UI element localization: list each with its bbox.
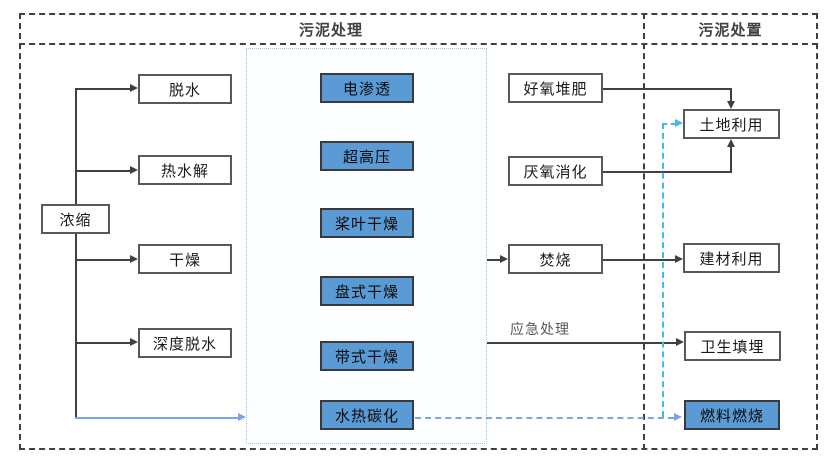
header-disposal: 污泥处置	[698, 21, 763, 39]
node-paddle-drying: 桨叶干燥	[320, 208, 414, 238]
connector-composting-h	[603, 88, 732, 90]
arrowhead-deep-dewater	[130, 338, 138, 346]
arrowhead-building	[675, 255, 683, 263]
arrowhead-drying	[130, 255, 138, 263]
connector-cyan-to-landuse	[662, 123, 676, 125]
node-building-material-use: 建材利用	[683, 243, 780, 273]
arrowhead-options	[238, 413, 246, 421]
connector-trunk-to-options	[75, 417, 239, 419]
connector-digestion-v	[730, 146, 732, 171]
treatment-options-container	[246, 48, 487, 444]
section-divider-line	[643, 13, 645, 450]
connector-incineration-building	[603, 259, 676, 261]
node-sanitary-landfill: 卫生填埋	[684, 331, 781, 361]
node-drying: 干燥	[138, 244, 232, 274]
header-treatment: 污泥处理	[298, 21, 363, 39]
node-ultra-high-pressure: 超高压	[320, 141, 414, 171]
node-fuel-combustion: 燃料燃烧	[684, 400, 780, 430]
diagram-outer-frame	[19, 13, 818, 450]
node-thicken: 浓缩	[41, 204, 110, 234]
node-electroosmosis: 电渗透	[320, 73, 414, 103]
arrowhead-landuse-bottom	[727, 139, 735, 147]
node-aerobic-composting: 好氧堆肥	[508, 73, 603, 103]
node-incineration: 焚烧	[508, 244, 603, 274]
arrowhead-incineration	[500, 255, 508, 263]
node-land-use: 土地利用	[683, 109, 780, 139]
connector-carbonization-fuel-dashed	[415, 417, 674, 419]
node-belt-drying: 带式干燥	[320, 341, 414, 371]
connector-digestion-h	[603, 171, 732, 173]
trunk-line	[75, 88, 77, 417]
connector-cyan-vertical-dashed	[662, 123, 664, 417]
node-thermal-hydrolysis: 热水解	[138, 155, 232, 185]
arrowhead-landuse-top	[727, 101, 735, 109]
connector-thicken-drying	[75, 259, 132, 261]
emergency-label: 应急处理	[510, 321, 570, 337]
connector-emergency-landfill	[487, 342, 677, 344]
arrowhead-landuse-left	[675, 119, 683, 127]
node-dewater: 脱水	[138, 74, 232, 104]
connector-composting-v	[730, 88, 732, 102]
node-hydrothermal-carbonization: 水热碳化	[320, 400, 414, 430]
arrowhead-landfill	[676, 338, 684, 346]
connector-thicken-thermal	[75, 170, 132, 172]
connector-thicken-deep-dewater	[75, 342, 132, 344]
node-disc-drying: 盘式干燥	[320, 276, 414, 306]
node-anaerobic-digestion: 厌氧消化	[508, 156, 603, 186]
node-deep-dewater: 深度脱水	[138, 328, 232, 358]
arrowhead-fuel	[674, 413, 682, 421]
connector-thicken-dewater	[75, 88, 132, 90]
header-divider-line	[19, 43, 818, 45]
arrowhead-thermal	[130, 166, 138, 174]
connector-options-incineration	[487, 259, 501, 261]
arrowhead-dewater	[130, 84, 138, 92]
